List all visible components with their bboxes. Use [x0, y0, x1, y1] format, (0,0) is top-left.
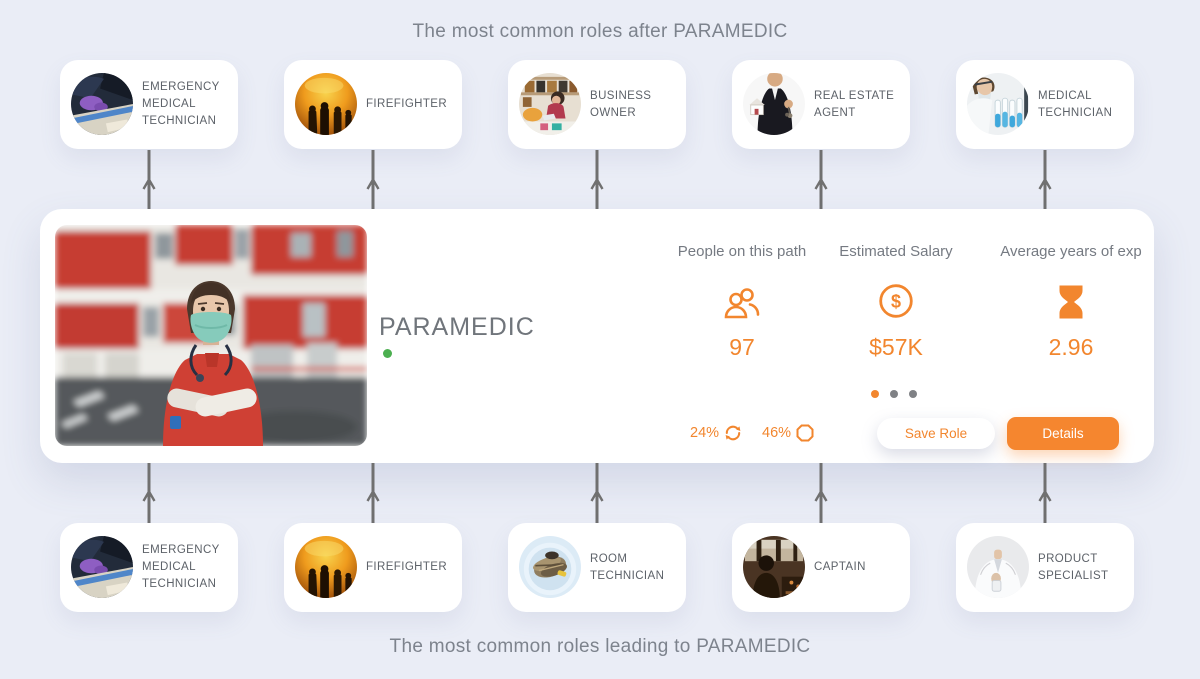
connector-arrow-up	[1037, 150, 1053, 209]
connector-arrow-up	[813, 150, 829, 209]
details-button[interactable]: Details	[1007, 417, 1119, 450]
pagination-dot[interactable]	[890, 390, 898, 398]
metric-cycle: 24%	[690, 424, 742, 442]
stat-label: People on this path	[677, 243, 807, 260]
save-role-button[interactable]: Save Role	[877, 418, 995, 449]
pagination-dot[interactable]	[909, 390, 917, 398]
stat-value: 97	[729, 334, 755, 360]
role-label: EMERGENCY MEDICAL TECHNICIAN	[142, 544, 220, 590]
dollar-icon: $	[801, 280, 991, 320]
paramedic-photo	[55, 225, 367, 446]
role-card-room-technician[interactable]: ROOM TECHNICIAN	[508, 523, 686, 612]
connector-arrow-up	[813, 463, 829, 523]
role-photo-product-specialist	[967, 536, 1029, 598]
metric-value: 46%	[762, 425, 792, 441]
role-label: EMERGENCY MEDICAL TECHNICIAN	[142, 81, 220, 127]
role-photo-real-estate-agent	[743, 73, 805, 135]
connector-arrow-up	[589, 463, 605, 523]
role-photo-firefighter	[295, 73, 357, 135]
stat-average-years-exp: Average years of exp 2.96	[976, 243, 1166, 361]
role-label: CAPTAIN	[814, 561, 866, 574]
stat-value: 2.96	[1048, 334, 1094, 360]
stat-estimated-salary: Estimated Salary $ $57K	[801, 243, 991, 361]
role-card-medical-technician[interactable]: MEDICAL TECHNICIAN	[956, 60, 1134, 149]
stat-label: Average years of exp	[1000, 243, 1142, 260]
svg-text:$: $	[891, 292, 901, 312]
role-card-emergency-medical-technician-after[interactable]: EMERGENCY MEDICAL TECHNICIAN	[60, 60, 238, 149]
connector-arrow-up	[365, 463, 381, 523]
stat-people-on-path: People on this path 97	[647, 243, 837, 361]
connector-arrow-up	[141, 463, 157, 523]
ring-icon	[796, 424, 814, 442]
role-card-product-specialist[interactable]: PRODUCT SPECIALIST	[956, 523, 1134, 612]
stat-value: $57K	[869, 334, 923, 360]
role-photo-business-owner	[519, 73, 581, 135]
role-card-business-owner[interactable]: BUSINESS OWNER	[508, 60, 686, 149]
role-label: ROOM TECHNICIAN	[590, 552, 665, 582]
metric-ring: 46%	[762, 424, 814, 442]
connector-arrow-up	[365, 150, 381, 209]
page-title-leading: The most common roles leading to PARAMED…	[389, 636, 811, 657]
role-label: REAL ESTATE AGENT	[814, 89, 895, 119]
current-role-name: PARAMEDIC	[379, 313, 535, 341]
role-card-captain[interactable]: CAPTAIN	[732, 523, 910, 612]
role-card-firefighter-after[interactable]: FIREFIGHTER	[284, 60, 462, 149]
hourglass-icon	[976, 280, 1166, 320]
current-role-card: PARAMEDIC People on this path 97 Estimat…	[40, 209, 1154, 463]
role-label: FIREFIGHTER	[366, 561, 448, 574]
status-dot-green	[383, 349, 392, 358]
pagination-dot[interactable]	[871, 390, 879, 398]
role-card-real-estate-agent[interactable]: REAL ESTATE AGENT	[732, 60, 910, 149]
role-photo-medical-technician	[967, 73, 1029, 135]
metric-value: 24%	[690, 425, 720, 441]
connector-arrow-up	[1037, 463, 1053, 523]
role-label: FIREFIGHTER	[366, 98, 448, 111]
cycle-icon	[724, 424, 742, 442]
stat-label: Estimated Salary	[839, 243, 953, 260]
role-photo-emergency-medical-technician	[71, 536, 133, 598]
role-photo-captain	[743, 536, 805, 598]
connector-arrow-up	[589, 150, 605, 209]
page-title-after: The most common roles after PARAMEDIC	[412, 21, 788, 42]
role-label: PRODUCT SPECIALIST	[1038, 552, 1109, 582]
role-photo-firefighter	[295, 536, 357, 598]
role-photo-emergency-medical-technician	[71, 73, 133, 135]
role-card-emergency-medical-technician-leading[interactable]: EMERGENCY MEDICAL TECHNICIAN	[60, 523, 238, 612]
role-photo-room-technician	[519, 536, 581, 598]
role-label: BUSINESS OWNER	[590, 89, 652, 119]
pagination-dots	[871, 390, 917, 398]
role-label: MEDICAL TECHNICIAN	[1038, 89, 1113, 119]
people-icon	[647, 280, 837, 320]
connector-arrow-up	[141, 150, 157, 209]
role-card-firefighter-leading[interactable]: FIREFIGHTER	[284, 523, 462, 612]
